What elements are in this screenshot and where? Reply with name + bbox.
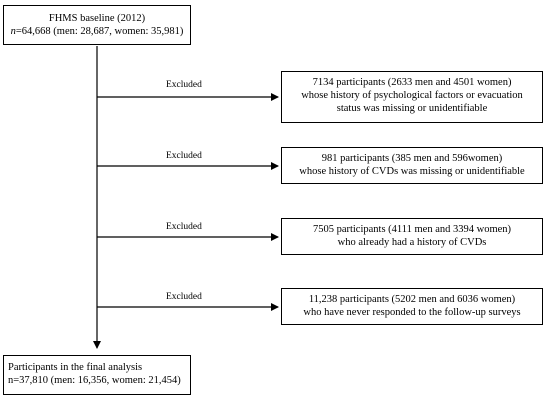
baseline-n-value: =64,668 (men: 28,687, women: 35,981) [15, 26, 184, 37]
excluded-label-4: Excluded [166, 292, 202, 302]
exclusion-box-1: 7134 participants (2633 men and 4501 wom… [281, 71, 543, 123]
exclusion-4-line-2: who have never responded to the follow-u… [303, 307, 521, 318]
exclusion-1-line-2: whose history of psychological factors o… [301, 90, 523, 101]
exclusion-4-line-1: 11,238 participants (5202 men and 6036 w… [308, 294, 516, 305]
exclusion-3-line-1: 7505 participants (4111 men and 3394 wom… [312, 224, 512, 235]
exclusion-box-2: 981 participants (385 men and 596women) … [281, 147, 543, 184]
baseline-box: FHMS baseline (2012) n=64,668 (men: 28,6… [3, 5, 191, 45]
exclusion-1-line-1: 7134 participants (2633 men and 4501 wom… [312, 77, 512, 88]
final-title: Participants in the final analysis [8, 362, 143, 373]
exclusion-2-line-1: 981 participants (385 men and 596women) [321, 153, 503, 164]
exclusion-3-line-2: who already had a history of CVDs [337, 237, 487, 248]
baseline-count: n=64,668 (men: 28,687, women: 35,981) [4, 25, 190, 38]
exclusion-1-line-3: status was missing or unidentifiable [336, 103, 488, 114]
final-count: n=37,810 (men: 16,356, women: 21,454) [8, 375, 181, 386]
baseline-n-symbol: n [10, 26, 16, 37]
baseline-title: FHMS baseline (2012) [48, 13, 146, 24]
excluded-label-3: Excluded [166, 222, 202, 232]
excluded-label-2: Excluded [166, 151, 202, 161]
excluded-label-1: Excluded [166, 80, 202, 90]
exclusion-box-4: 11,238 participants (5202 men and 6036 w… [281, 288, 543, 325]
exclusion-box-3: 7505 participants (4111 men and 3394 wom… [281, 218, 543, 255]
final-analysis-box: Participants in the final analysis n=37,… [3, 355, 191, 395]
exclusion-2-line-2: whose history of CVDs was missing or uni… [299, 166, 525, 177]
